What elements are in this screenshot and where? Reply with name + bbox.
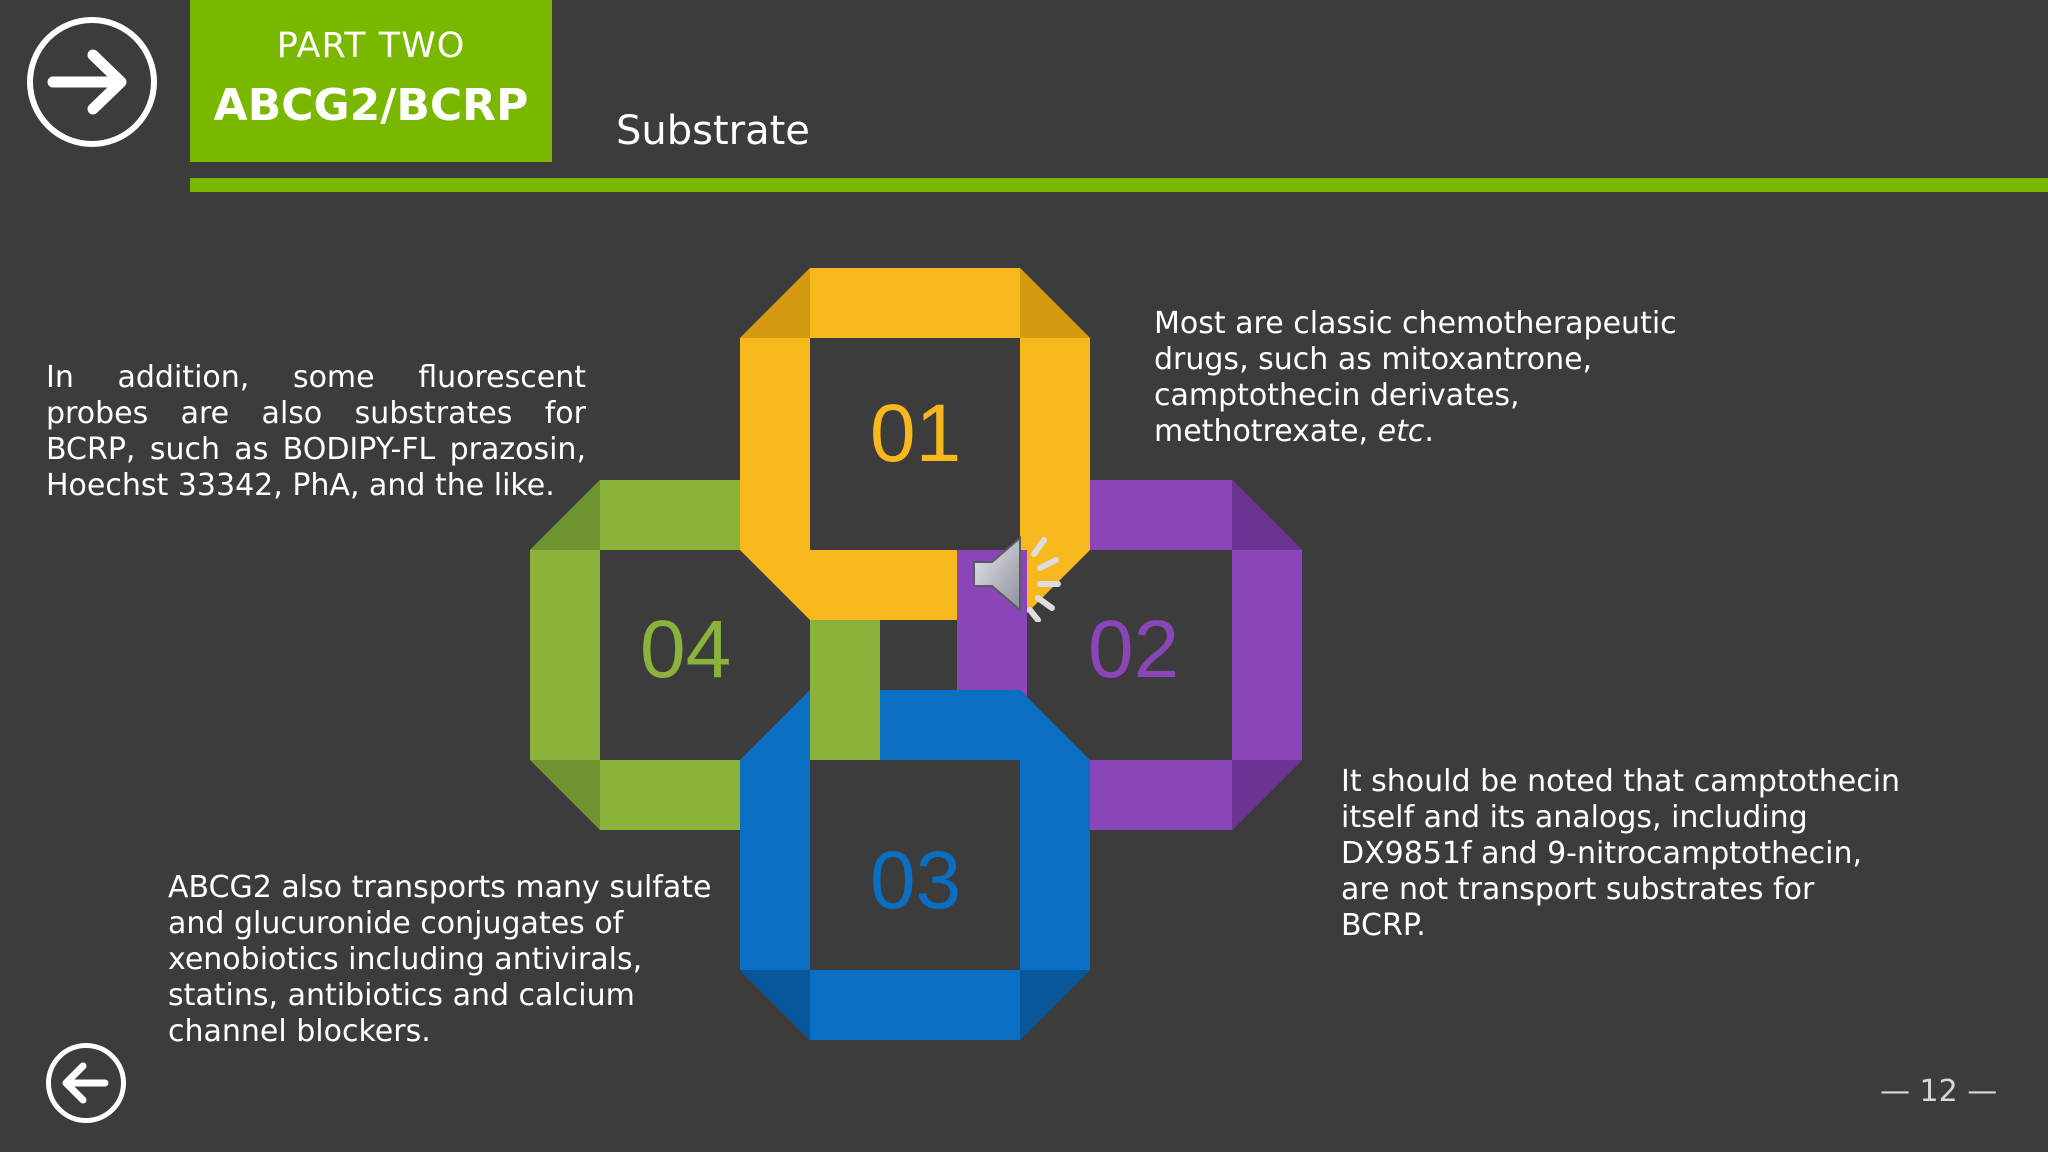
speaker-icon[interactable] [968,526,1074,622]
page-number-dash-left: — [1880,1074,1910,1109]
arrow-left-circle-icon [51,1048,121,1118]
diagram-number-04: 04 [640,609,731,691]
diagram-number-02: 02 [1088,609,1179,691]
page-number-value: 12 [1920,1074,1958,1109]
text-top-right: Most are classic chemotherapeutic drugs,… [1154,306,1714,450]
diagram-number-01: 01 [870,393,961,475]
previous-slide-button[interactable] [46,1043,126,1123]
page-number-dash-right: — [1967,1074,1997,1109]
page-number: — 12 — [1880,1074,1997,1109]
weave-green-over [810,620,880,760]
text-top-left: In addition, some fluorescent probes are… [46,360,586,504]
diagram-number-03: 03 [870,840,961,922]
text-top-right-period: . [1424,414,1434,449]
text-bottom-left: ABCG2 also transports many sulfate and g… [168,870,728,1050]
text-top-right-etc: etc [1378,414,1425,449]
text-bottom-right: It should be noted that camptothecin its… [1341,764,1901,944]
